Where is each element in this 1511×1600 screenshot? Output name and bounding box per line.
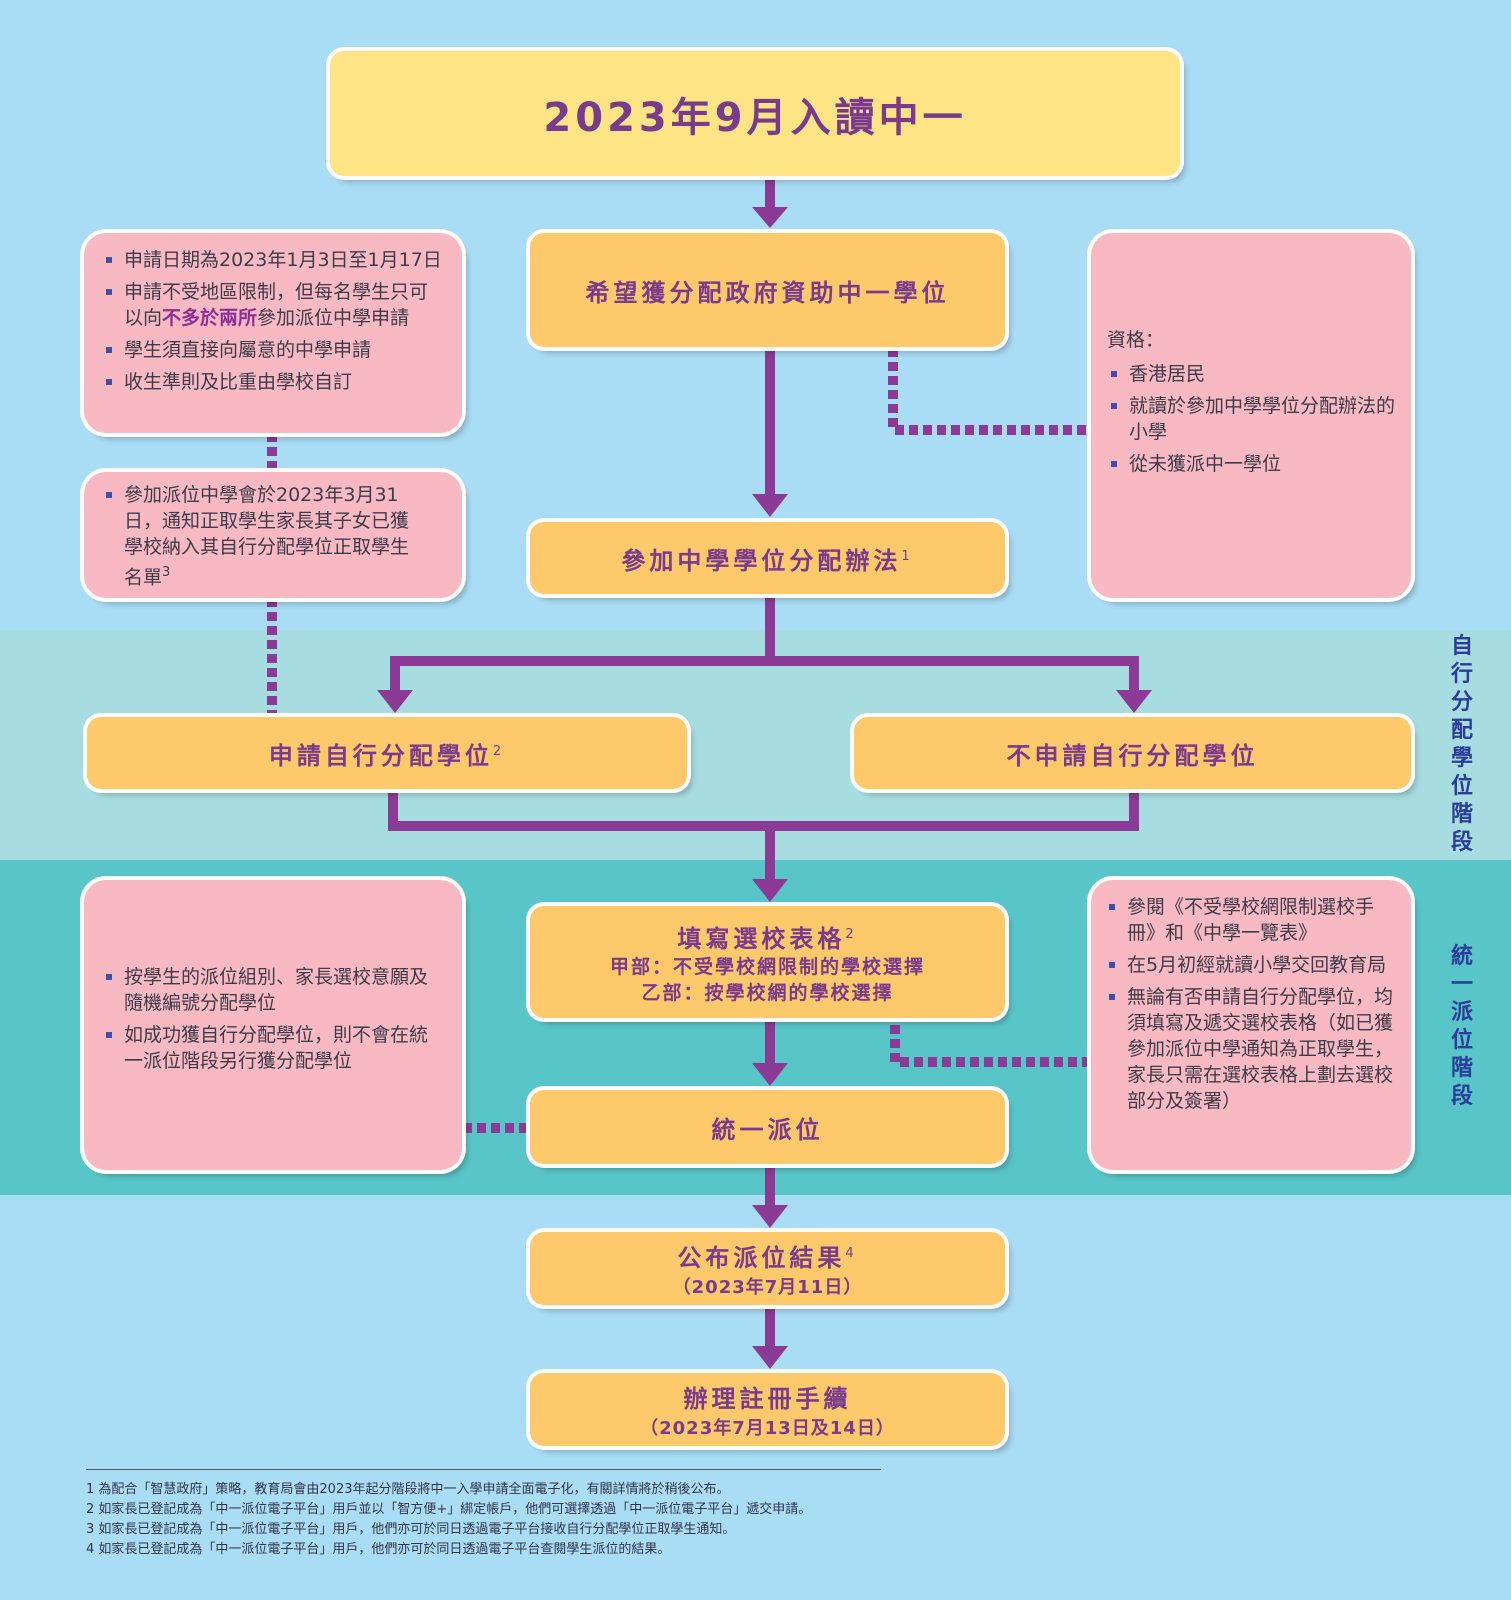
apply-self-allocation-label: 申請自行分配學位 xyxy=(268,741,493,770)
footnote-divider xyxy=(86,1469,881,1470)
note-application-limit: 申請不受地區限制，但每名學生只可以向不多於兩所參加派位中學申請 xyxy=(102,279,446,331)
central-allocation-notes-box: 按學生的派位組別、家長選校意願及隨機編號分配學位 如成功獲自行分配學位，則不會在… xyxy=(84,880,462,1170)
split-branches xyxy=(390,656,1139,690)
note-no-double-allocation: 如成功獲自行分配學位，則不會在統一派位階段另行獲分配學位 xyxy=(102,1022,446,1074)
footnote-ref-2: 2 xyxy=(492,743,506,759)
arrowhead-form xyxy=(752,879,788,902)
choice-form-box: 填寫選校表格2 甲部：不受學校網限制的學校選擇 乙部：按學校網的學校選擇 xyxy=(530,906,1005,1018)
page-title: 2023年9月入讀中一 xyxy=(543,94,967,141)
footnote-4: 4 如家長已登記成為「中一派位電子平台」用戶，他們亦可於同日透過電子平台查閱學生… xyxy=(86,1542,671,1557)
footnote-ref-3: 3 xyxy=(162,565,171,580)
choice-form-part-a: 甲部：不受學校網限制的學校選擇 xyxy=(609,955,925,978)
choice-form-label: 填寫選校表格 xyxy=(677,924,846,953)
result-date: （2023年7月11日） xyxy=(672,1277,863,1298)
arrowhead-register xyxy=(752,1346,788,1369)
eligibility-item-no-prior-place: 從未獲派中一學位 xyxy=(1107,451,1395,477)
arrowhead-no-apply xyxy=(1116,690,1152,713)
wish-label: 希望獲分配政府資助中一學位 xyxy=(585,278,950,307)
choice-form-notes-box: 參閱《不受學校網限制選校手冊》和《中學一覽表》 在5月初經就讀小學交回教育局 無… xyxy=(1091,880,1411,1170)
result-box: 公布派位結果4 （2023年7月11日） xyxy=(530,1232,1005,1305)
eligibility-item-primary-school: 就讀於參加中學學位分配辦法的小學 xyxy=(1107,393,1395,445)
title-box: 2023年9月入讀中一 xyxy=(330,51,1180,176)
eligibility-item-resident: 香港居民 xyxy=(1107,361,1395,387)
central-allocation-box: 統一派位 xyxy=(530,1090,1005,1164)
note-return-form: 在5月初經就讀小學交回教育局 xyxy=(1105,952,1399,978)
eligibility-heading: 資格： xyxy=(1107,329,1165,351)
apply-self-allocation-box: 申請自行分配學位2 xyxy=(87,717,687,789)
application-notes-box: 申請日期為2023年1月3日至1月17日 申請不受地區限制，但每名學生只可以向不… xyxy=(84,233,462,433)
arrowhead-central xyxy=(752,1063,788,1086)
registration-label: 辦理註冊手續 xyxy=(683,1385,852,1413)
choice-form-part-b: 乙部：按學校網的學校選擇 xyxy=(641,981,894,1004)
arrowhead-join xyxy=(752,494,788,517)
note-apply-directly: 學生須直接向屬意的中學申請 xyxy=(102,337,446,363)
no-self-allocation-label: 不申請自行分配學位 xyxy=(1006,741,1259,770)
note-must-submit: 無論有否申請自行分配學位，均須填寫及遞交選校表格（如已獲參加派位中學通知為正取學… xyxy=(1105,984,1399,1114)
dotted-form-to-rules xyxy=(890,1025,1088,1067)
footnote-ref-1: 1 xyxy=(901,548,914,564)
result-label: 公布派位結果 xyxy=(677,1244,846,1272)
dotted-wish-to-eligibility xyxy=(888,348,1088,435)
footnote-2: 2 如家長已登記成為「中一派位電子平台」用戶並以「智方便+」綁定帳戶，他們可選擇… xyxy=(86,1502,812,1517)
no-self-allocation-box: 不申請自行分配學位 xyxy=(854,717,1411,789)
arrowhead-apply xyxy=(377,690,413,713)
wish-box: 希望獲分配政府資助中一學位 xyxy=(530,233,1005,347)
notification-notes-box: 參加派位中學會於2023年3月31日，通知正取學生家長其子女已獲學校納入其自行分… xyxy=(84,472,462,598)
footnote-ref-2b: 2 xyxy=(845,926,858,942)
note-notification: 參加派位中學會於2023年3月31日，通知正取學生家長其子女已獲學校納入其自行分… xyxy=(102,482,412,590)
merge-branches xyxy=(388,787,1139,831)
self-allocation-stage-label: 自 行 分 配 學 位 階 段 xyxy=(1450,634,1473,855)
footnote-ref-4: 4 xyxy=(845,1246,858,1261)
registration-box: 辦理註冊手續 （2023年7月13日及14日） xyxy=(530,1373,1005,1446)
registration-date: （2023年7月13日及14日） xyxy=(640,1418,895,1439)
note-allocation-basis: 按學生的派位組別、家長選校意願及隨機編號分配學位 xyxy=(102,964,446,1016)
footnote-3: 3 如家長已登記成為「中一派位電子平台」用戶，他們亦可於同日透過電子平台接收自行… xyxy=(86,1522,736,1537)
unified-allocation-stage-label: 統 一 派 位 階 段 xyxy=(1450,944,1473,1109)
footnotes: 1 為配合「智慧政府」策略，教育局會由2023年起分階段將中一入學申請全面電子化… xyxy=(86,1480,1086,1560)
central-allocation-label: 統一派位 xyxy=(711,1115,824,1144)
join-allocation-box: 參加中學學位分配辦法1 xyxy=(530,522,1005,594)
eligibility-box: 資格： 香港居民 就讀於參加中學學位分配辦法的小學 從未獲派中一學位 xyxy=(1091,233,1411,598)
arrowhead-wish xyxy=(752,207,788,228)
note-application-date: 申請日期為2023年1月3日至1月17日 xyxy=(102,247,446,273)
note-admission-criteria: 收生準則及比重由學校自訂 xyxy=(102,369,446,395)
join-allocation-label: 參加中學學位分配辦法 xyxy=(621,546,902,575)
arrowhead-result xyxy=(752,1205,788,1228)
note-limit-highlight: 不多於兩所 xyxy=(162,307,258,329)
note-refer-handbooks: 參閱《不受學校網限制選校手冊》和《中學一覽表》 xyxy=(1105,894,1399,946)
footnote-1: 1 為配合「智慧政府」策略，教育局會由2023年起分階段將中一入學申請全面電子化… xyxy=(86,1482,730,1497)
